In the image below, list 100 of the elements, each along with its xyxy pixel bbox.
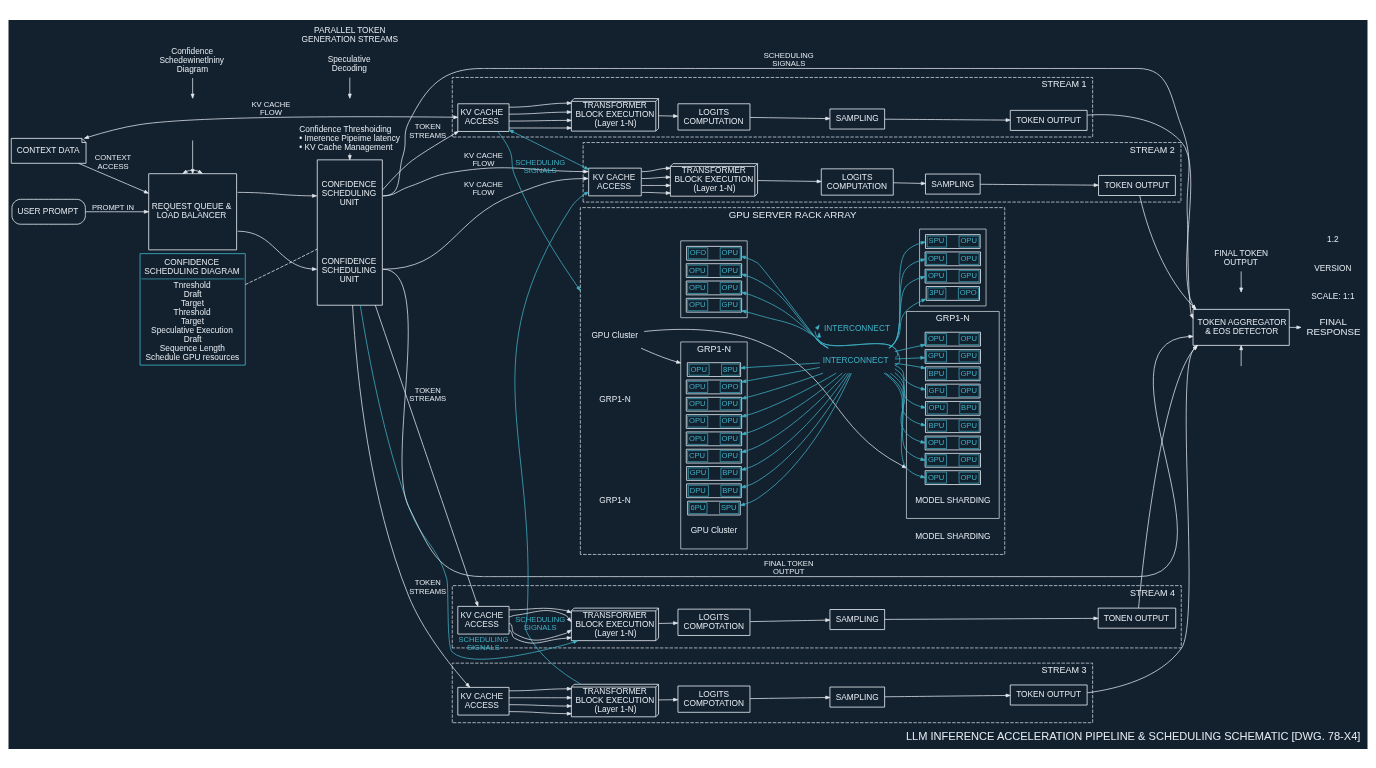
edge-label: CONTEXT ACCESS: [94, 152, 132, 171]
arrow: [658, 697, 679, 702]
node-text: FINAL TOKEN OUTPUT: [1214, 247, 1268, 267]
node-box: LOGITS COMPUTATION: [677, 102, 751, 130]
arrow: [749, 116, 831, 120]
node-box: TONEN OUTPUT: [1097, 607, 1177, 629]
arrow: [817, 332, 901, 365]
arrow: [741, 372, 849, 471]
node-box: TOKEN AGGREGATOR & EOS DETECTOR: [1192, 308, 1290, 346]
arrow: [888, 275, 926, 348]
arrow: [641, 174, 671, 179]
node-text: INTERCONNECT: [824, 322, 890, 333]
node-text: FINAL RESPONSE: [1306, 315, 1361, 337]
arrow: [190, 139, 195, 174]
edge-label: KV CACHE FLOW: [251, 99, 291, 117]
arrow: [658, 113, 679, 118]
label: VERSION: [1314, 262, 1352, 273]
node-box: KV CACHE ACCESS: [457, 686, 510, 715]
label: PARALLEL TOKEN GENERATION STREAMS: [301, 24, 399, 44]
arrow: [1289, 325, 1302, 329]
arrow: [347, 76, 352, 99]
arrow: [508, 118, 572, 122]
node-label: GPU Cluster: [690, 524, 738, 535]
arrow: [508, 609, 572, 622]
node-box: SAMPLING: [829, 108, 886, 129]
arrow: [894, 355, 926, 360]
node-text: Speculative Decoding: [327, 53, 371, 73]
arrow: [382, 176, 589, 270]
arrow: [78, 162, 149, 194]
node-box: KV CACHE ACCESS: [457, 605, 510, 634]
arrow: [237, 230, 317, 271]
edge-label: SCHEDULING SIGNALS: [515, 614, 566, 632]
arrow: [740, 362, 821, 370]
arrow: [749, 617, 831, 622]
arrow: [884, 117, 1011, 122]
node-label: GRP1-N: [599, 494, 631, 505]
arrow: [508, 622, 572, 641]
node-box: TOKEN OUTPUT: [1098, 174, 1176, 196]
arrow: [359, 304, 578, 660]
edge-label: TOKEN STREAMS: [409, 385, 447, 403]
node-box: TOKEN OUTPUT: [1009, 684, 1088, 705]
arrow: [757, 179, 822, 183]
arrow: [1087, 344, 1198, 693]
node-box: CONFIDENCE SCHEDULING UNIT CONFIDENCE SCHEDULING UNIT: [316, 158, 383, 306]
arrow: [514, 191, 589, 685]
arrow: [643, 328, 907, 468]
node-text: INTERCONNECT: [822, 354, 889, 365]
node-box: SAMPLING: [925, 173, 981, 195]
node-box: LOGITS COMPOTATION: [677, 685, 751, 713]
arrow: [190, 77, 195, 99]
arrow: [894, 371, 926, 426]
label: SCALE: 1:1: [1311, 290, 1355, 301]
arrow: [894, 362, 926, 369]
arrow: [885, 372, 926, 461]
node-box: TOKEN OUTPUT: [1009, 109, 1088, 131]
connector: [245, 248, 318, 285]
arrow: [84, 114, 459, 139]
arrow: [347, 152, 352, 160]
arrow: [1138, 344, 1198, 608]
arrow: [352, 304, 470, 688]
arrow: [508, 100, 572, 108]
arrow: [883, 372, 926, 478]
arrow: [374, 304, 479, 607]
arrow: [641, 165, 671, 172]
arrow: [508, 629, 572, 643]
arrow: [641, 190, 671, 195]
arrow: [182, 169, 203, 174]
edge-label: TOKEN STREAMS: [409, 577, 447, 596]
arrow: [237, 191, 317, 198]
arrow: [888, 298, 927, 348]
arrow: [884, 616, 1099, 620]
arrow: [85, 209, 149, 214]
arrow: [741, 291, 829, 348]
arrow: [979, 182, 1099, 187]
node-box: KV CACHE ACCESS: [457, 102, 510, 132]
arrow: [814, 324, 899, 358]
arrow: [741, 372, 847, 453]
edge-label: FINAL TOKEN OUTPUT: [764, 558, 814, 576]
node-box: REQUEST QUEUE & LOAD BALANCER: [148, 172, 238, 250]
node-text: GPU Cluster: [591, 329, 638, 340]
arrow: [889, 240, 926, 348]
node-box: LOGITS COMPOTATION: [677, 608, 751, 636]
node-text: Confidence Schedewinetlniny Diagram: [159, 45, 224, 74]
edge-label: SCHEDULING SIGNALS: [763, 50, 814, 68]
arrow: [894, 343, 926, 352]
edge-label: TOKEN STREAMS: [409, 121, 447, 140]
arrow: [741, 372, 843, 435]
arrow: [508, 703, 572, 708]
node-box: KV CACHE ACCESS: [588, 167, 642, 196]
arrow: [640, 347, 682, 364]
diagram-title: LLM INFERENCE ACCELERATION PIPELINE & SCHEDULING SCHEMATIC [DWG. 78-X4]: [905, 729, 1361, 742]
node-box: USER PROMPT: [11, 198, 86, 225]
node-text: Confidence Threshoiding • Imerence Pipeime latency • KV Cache Management: [299, 123, 400, 152]
node-box: LOGITS COMPUTATION: [820, 167, 894, 196]
arrow: [894, 364, 926, 390]
arrow: [382, 130, 459, 190]
arrow: [497, 130, 581, 291]
arrow: [741, 366, 821, 383]
arrow: [749, 695, 831, 699]
arrow: [741, 372, 837, 417]
